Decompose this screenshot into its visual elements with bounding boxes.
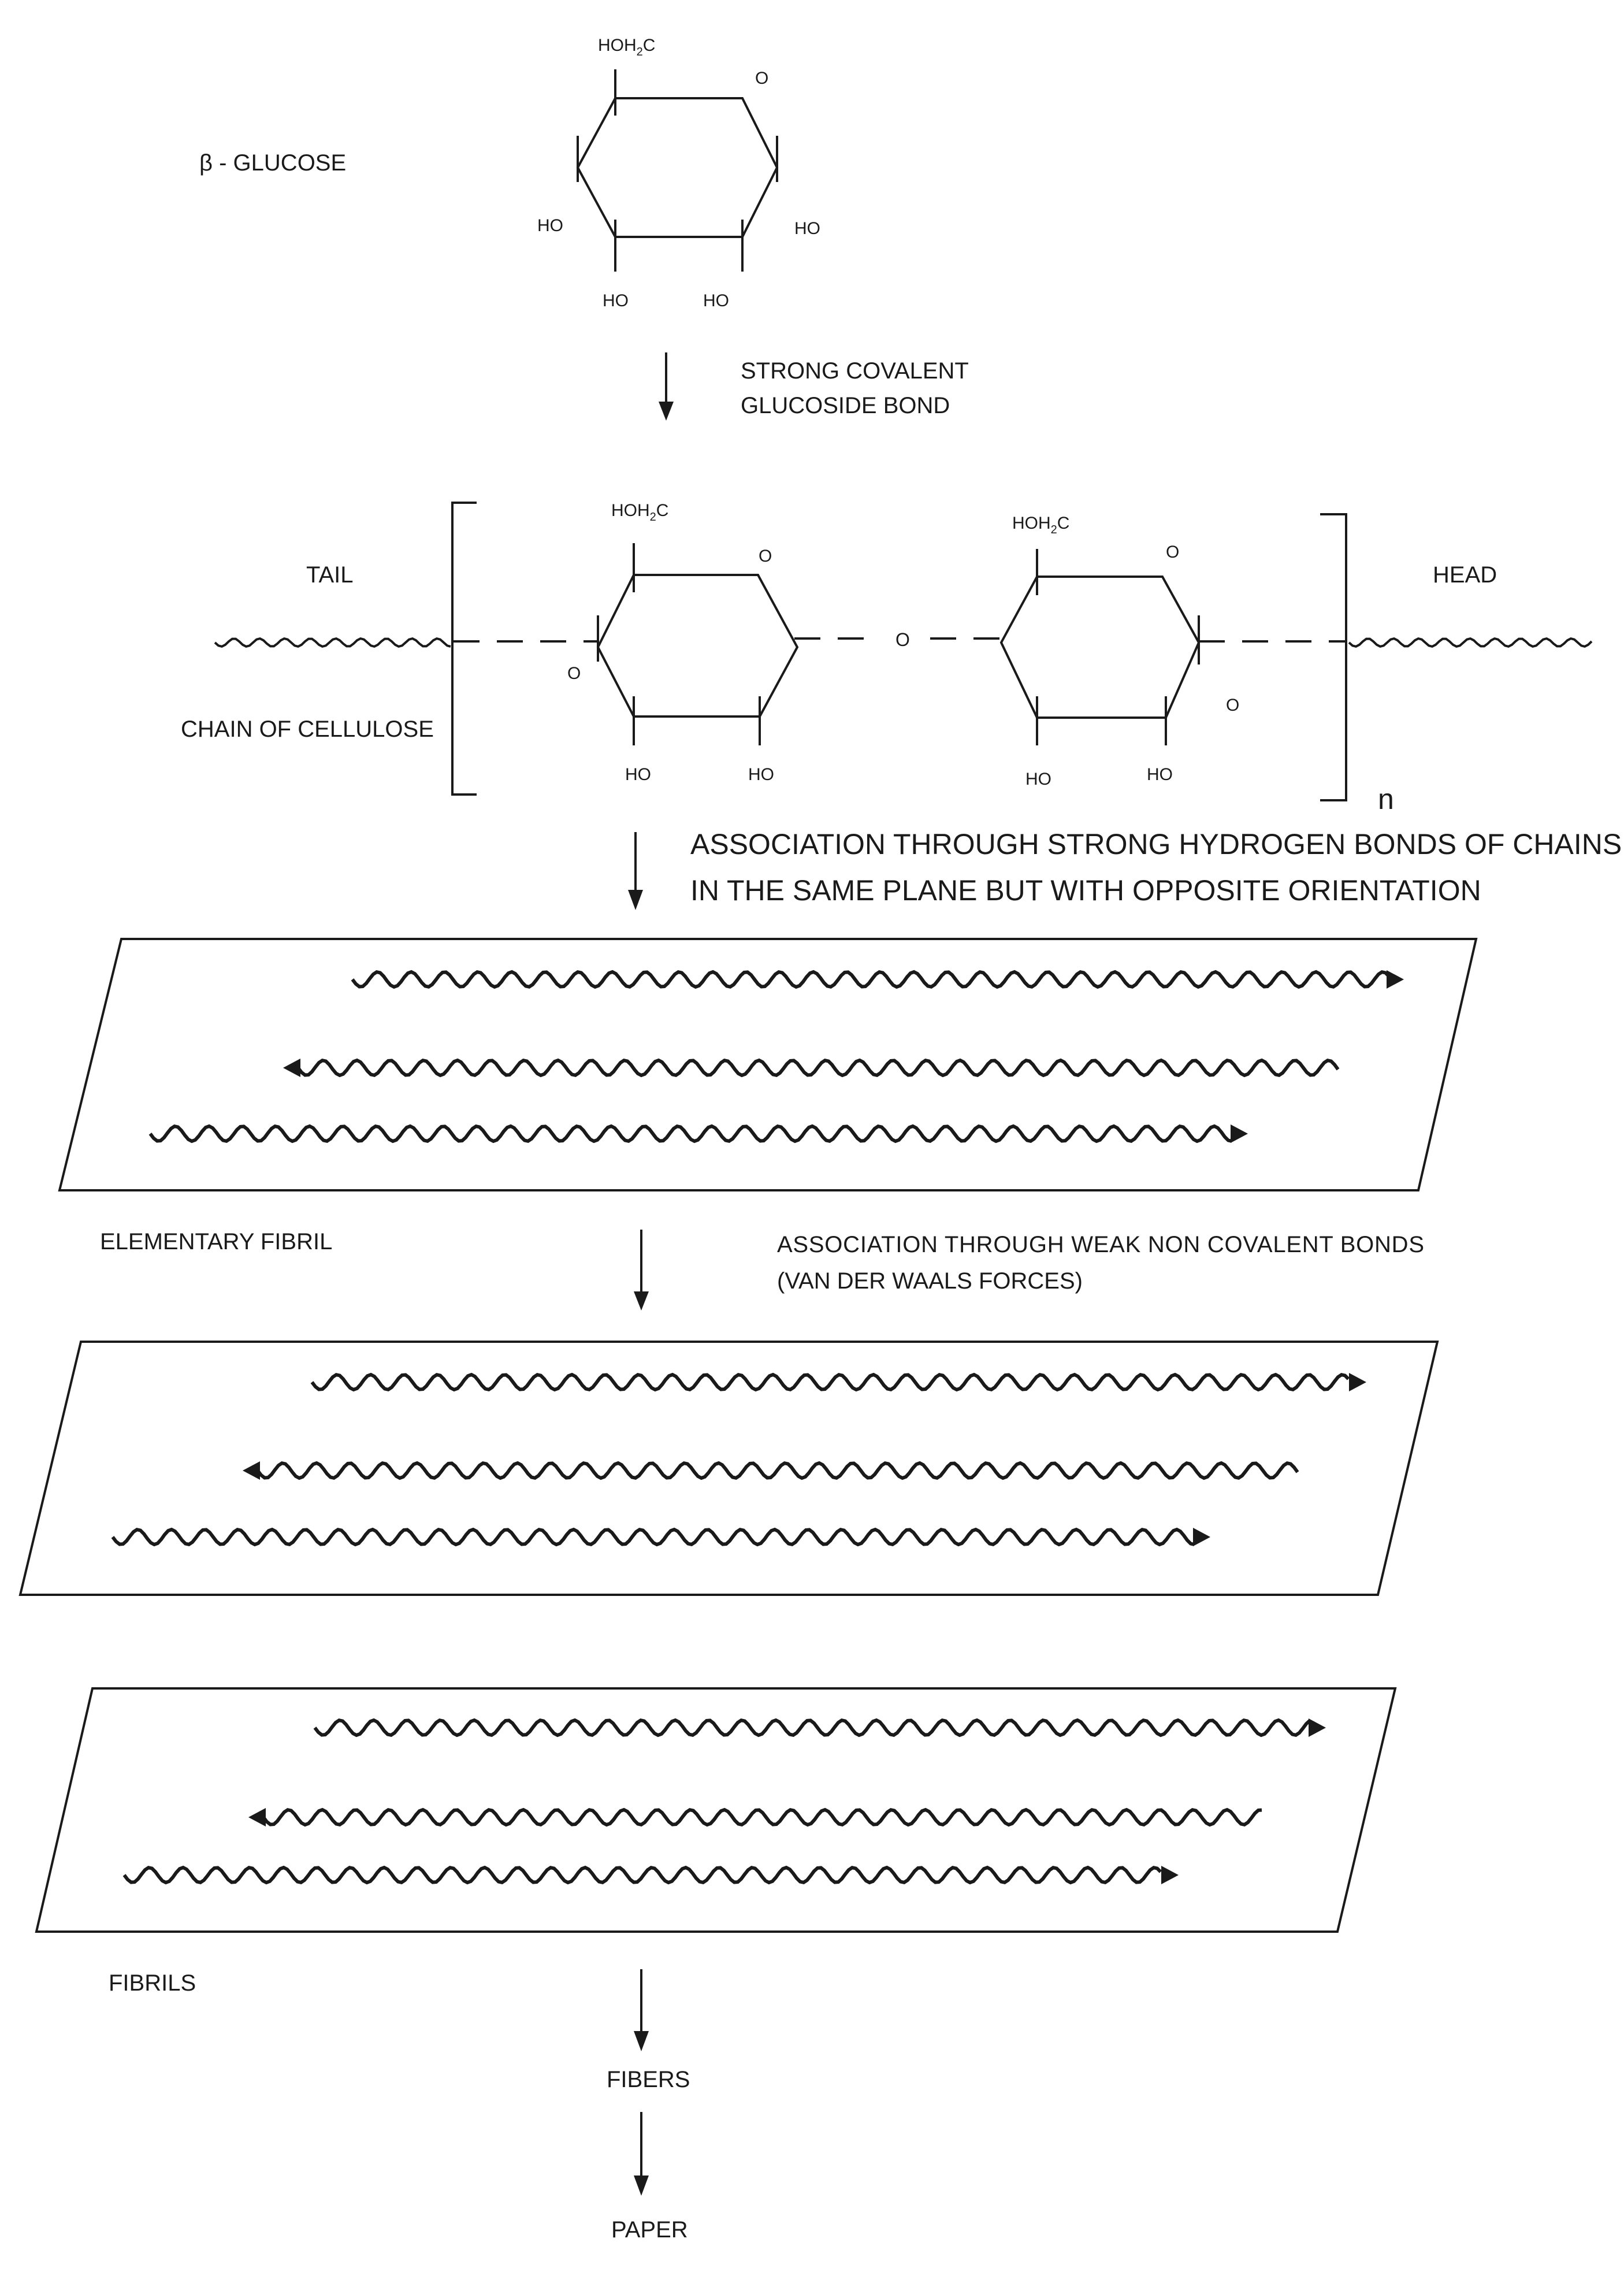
elementary-fibril-label: ELEMENTARY FIBRIL (100, 1229, 332, 1254)
fibers-label: FIBERS (607, 2067, 690, 2092)
step3-label-line2: (VAN DER WAALS FORCES) (777, 1268, 1083, 1294)
glucose-ring-oxygen: O (755, 69, 768, 88)
fibrils-label: FIBRILS (109, 1970, 196, 1996)
cellulose-chain-3-2-arrowhead (248, 1808, 266, 1826)
cellulose-chain-1-2-arrowhead (283, 1059, 300, 1077)
chain-ring2-bridge-oxygen: O (1226, 696, 1239, 715)
glucose-hydroxyl-c4: HO (703, 291, 729, 310)
glycosidic-oxygen: O (895, 629, 910, 650)
glucose-molecule: HOH2C O HO HO HO HO (537, 36, 820, 310)
chain-ring2-ch2oh-label: HOH2C (1012, 514, 1069, 536)
glucose-hydroxyl-c2: HO (537, 216, 563, 235)
step3-label-line1: ASSOCIATION THROUGH WEAK NON COVALENT BO… (777, 1232, 1424, 1257)
tail-wave (214, 637, 451, 648)
tail-label: TAIL (306, 562, 354, 588)
cellulose-chain-2-1 (310, 1372, 1350, 1392)
cellulose-chain-3-2 (262, 1807, 1262, 1827)
step2-label-line2: IN THE SAME PLANE BUT WITH OPPOSITE ORIE… (690, 874, 1481, 907)
arrow-fibers-to-paper (634, 2112, 649, 2196)
cellulose-chain-2-2 (256, 1461, 1299, 1480)
repeat-subscript: n (1378, 783, 1394, 815)
cellulose-chain-3-3 (122, 1865, 1162, 1885)
chain-ring1-hydroxyl-a: HO (625, 765, 651, 784)
cellulose-chain-1-1 (351, 970, 1391, 989)
glucose-hydroxyl-c3: HO (603, 291, 629, 310)
head-wave (1348, 637, 1593, 648)
glucose-name: β - GLUCOSE (199, 150, 346, 176)
cellulose-chain-1-3 (148, 1124, 1232, 1144)
arrow-fibrils-to-fibers (634, 1969, 649, 2051)
cellulose-chain-2-3-arrowhead (1193, 1528, 1210, 1546)
paper-label: PAPER (611, 2217, 688, 2243)
chain-ring2-hydroxyl-a: HO (1025, 770, 1051, 789)
cellulose-chain-1-3-arrowhead (1231, 1124, 1248, 1143)
chain-ring2-oxygen: O (1166, 543, 1179, 562)
left-bracket (451, 502, 477, 796)
cellulose-chain-1-2 (296, 1058, 1340, 1078)
right-bracket (1320, 513, 1347, 801)
chain-ring1-bridge-oxygen: O (567, 664, 581, 683)
arrow-glucose-to-chain (659, 352, 674, 421)
cellulose-chain-2-2-arrowhead (243, 1461, 260, 1480)
cellulose-chain-3-1 (313, 1718, 1311, 1738)
step2-label-line1: ASSOCIATION THROUGH STRONG HYDROGEN BOND… (690, 828, 1622, 860)
chain-ring1-ch2oh-label: HOH2C (611, 501, 668, 524)
step1-label-line2: GLUCOSIDE BOND (741, 393, 950, 418)
cellulose-chain-3-1-arrowhead (1309, 1718, 1326, 1737)
fibrils-sheet-lower (35, 1687, 1397, 1933)
elementary-fibril-sheet (58, 938, 1478, 1191)
chain-of-cellulose-label: CHAIN OF CELLULOSE (181, 717, 434, 742)
cellulose-chain-1-1-arrowhead (1387, 970, 1404, 989)
chain-ring2-hydroxyl-b: HO (1147, 765, 1173, 784)
step1-label-line1: STRONG COVALENT (741, 358, 969, 384)
cellulose-chain-3-3-arrowhead (1161, 1866, 1179, 1884)
cellulose-chain: n HOH2C O O HO HO O HOH2C O O HO HO (214, 501, 1593, 815)
arrow-chain-to-fibril (628, 832, 643, 910)
cellulose-chain-2-3 (111, 1527, 1195, 1547)
chain-ring1-oxygen: O (759, 547, 772, 566)
arrow-fibril-to-fibrils (634, 1230, 649, 1311)
head-label: HEAD (1433, 562, 1497, 588)
chain-ring1-hydroxyl-b: HO (748, 765, 774, 784)
glucose-hydroxyl-c5: HO (794, 219, 820, 238)
cellulose-chain-2-1-arrowhead (1349, 1373, 1366, 1391)
glucose-ch2oh-label: HOH2C (598, 36, 655, 58)
fibrils-sheet-upper (18, 1341, 1439, 1596)
